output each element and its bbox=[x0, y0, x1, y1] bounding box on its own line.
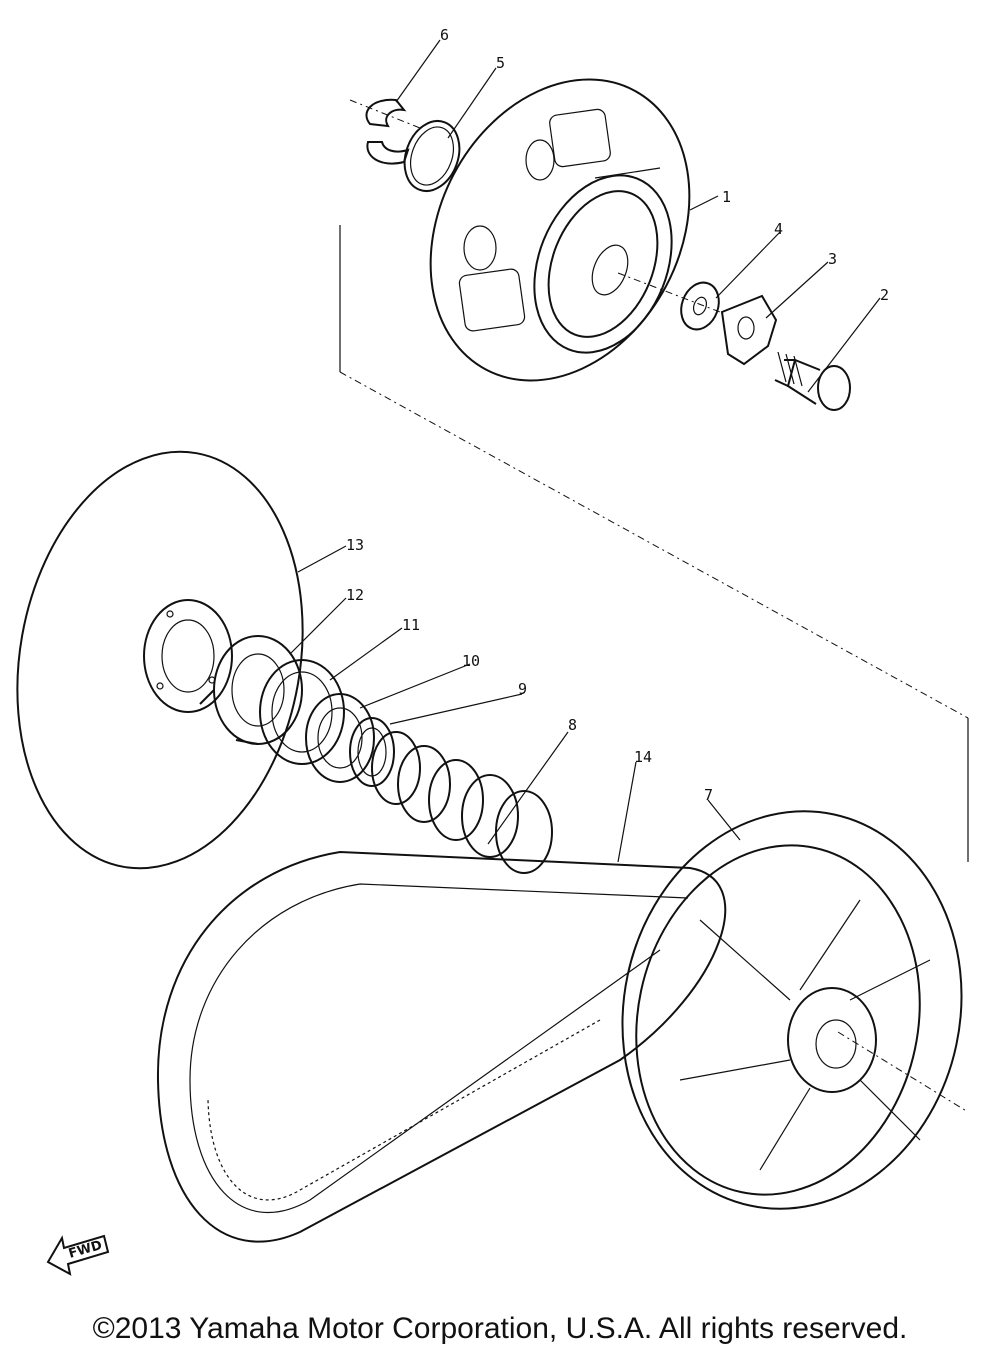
callout-9: 9 bbox=[518, 680, 527, 698]
callout-11: 11 bbox=[402, 616, 420, 634]
callout-4: 4 bbox=[774, 220, 783, 238]
washer bbox=[680, 281, 720, 331]
callout-3: 3 bbox=[828, 250, 837, 268]
callout-14: 14 bbox=[634, 748, 652, 766]
callout-8: 8 bbox=[568, 716, 577, 734]
sliding-sheave-hub bbox=[199, 635, 303, 745]
callout-10: 10 bbox=[462, 652, 480, 670]
plate-washer bbox=[720, 294, 778, 366]
spring-seat bbox=[259, 659, 345, 765]
bolt bbox=[774, 351, 851, 411]
callout-12: 12 bbox=[346, 586, 364, 604]
fan-sheave bbox=[621, 810, 963, 1210]
split-collar bbox=[365, 98, 410, 165]
exploded-parts-diagram: 1 2 3 4 5 6 7 8 9 10 11 12 13 14 FWD bbox=[16, 26, 969, 1276]
fwd-arrow-icon: FWD bbox=[46, 1234, 110, 1276]
copyright-notice: ©2013 Yamaha Motor Corporation, U.S.A. A… bbox=[92, 1312, 908, 1345]
secondary-fixed-sheave bbox=[16, 450, 304, 870]
compression-spring bbox=[371, 731, 553, 874]
callout-labels: 1 2 3 4 5 6 7 8 9 10 11 12 13 14 bbox=[346, 26, 889, 804]
callout-5: 5 bbox=[496, 54, 505, 72]
callout-6: 6 bbox=[440, 26, 449, 44]
circlip bbox=[403, 120, 461, 192]
callout-7: 7 bbox=[704, 786, 713, 804]
primary-sheave bbox=[429, 78, 691, 382]
callout-2: 2 bbox=[880, 286, 889, 304]
v-belt bbox=[156, 850, 727, 1243]
cam bbox=[305, 693, 375, 783]
leader-lines bbox=[289, 39, 881, 863]
assembly-boundary-lines bbox=[339, 99, 969, 1113]
callout-13: 13 bbox=[346, 536, 364, 554]
callout-1: 1 bbox=[722, 188, 731, 206]
